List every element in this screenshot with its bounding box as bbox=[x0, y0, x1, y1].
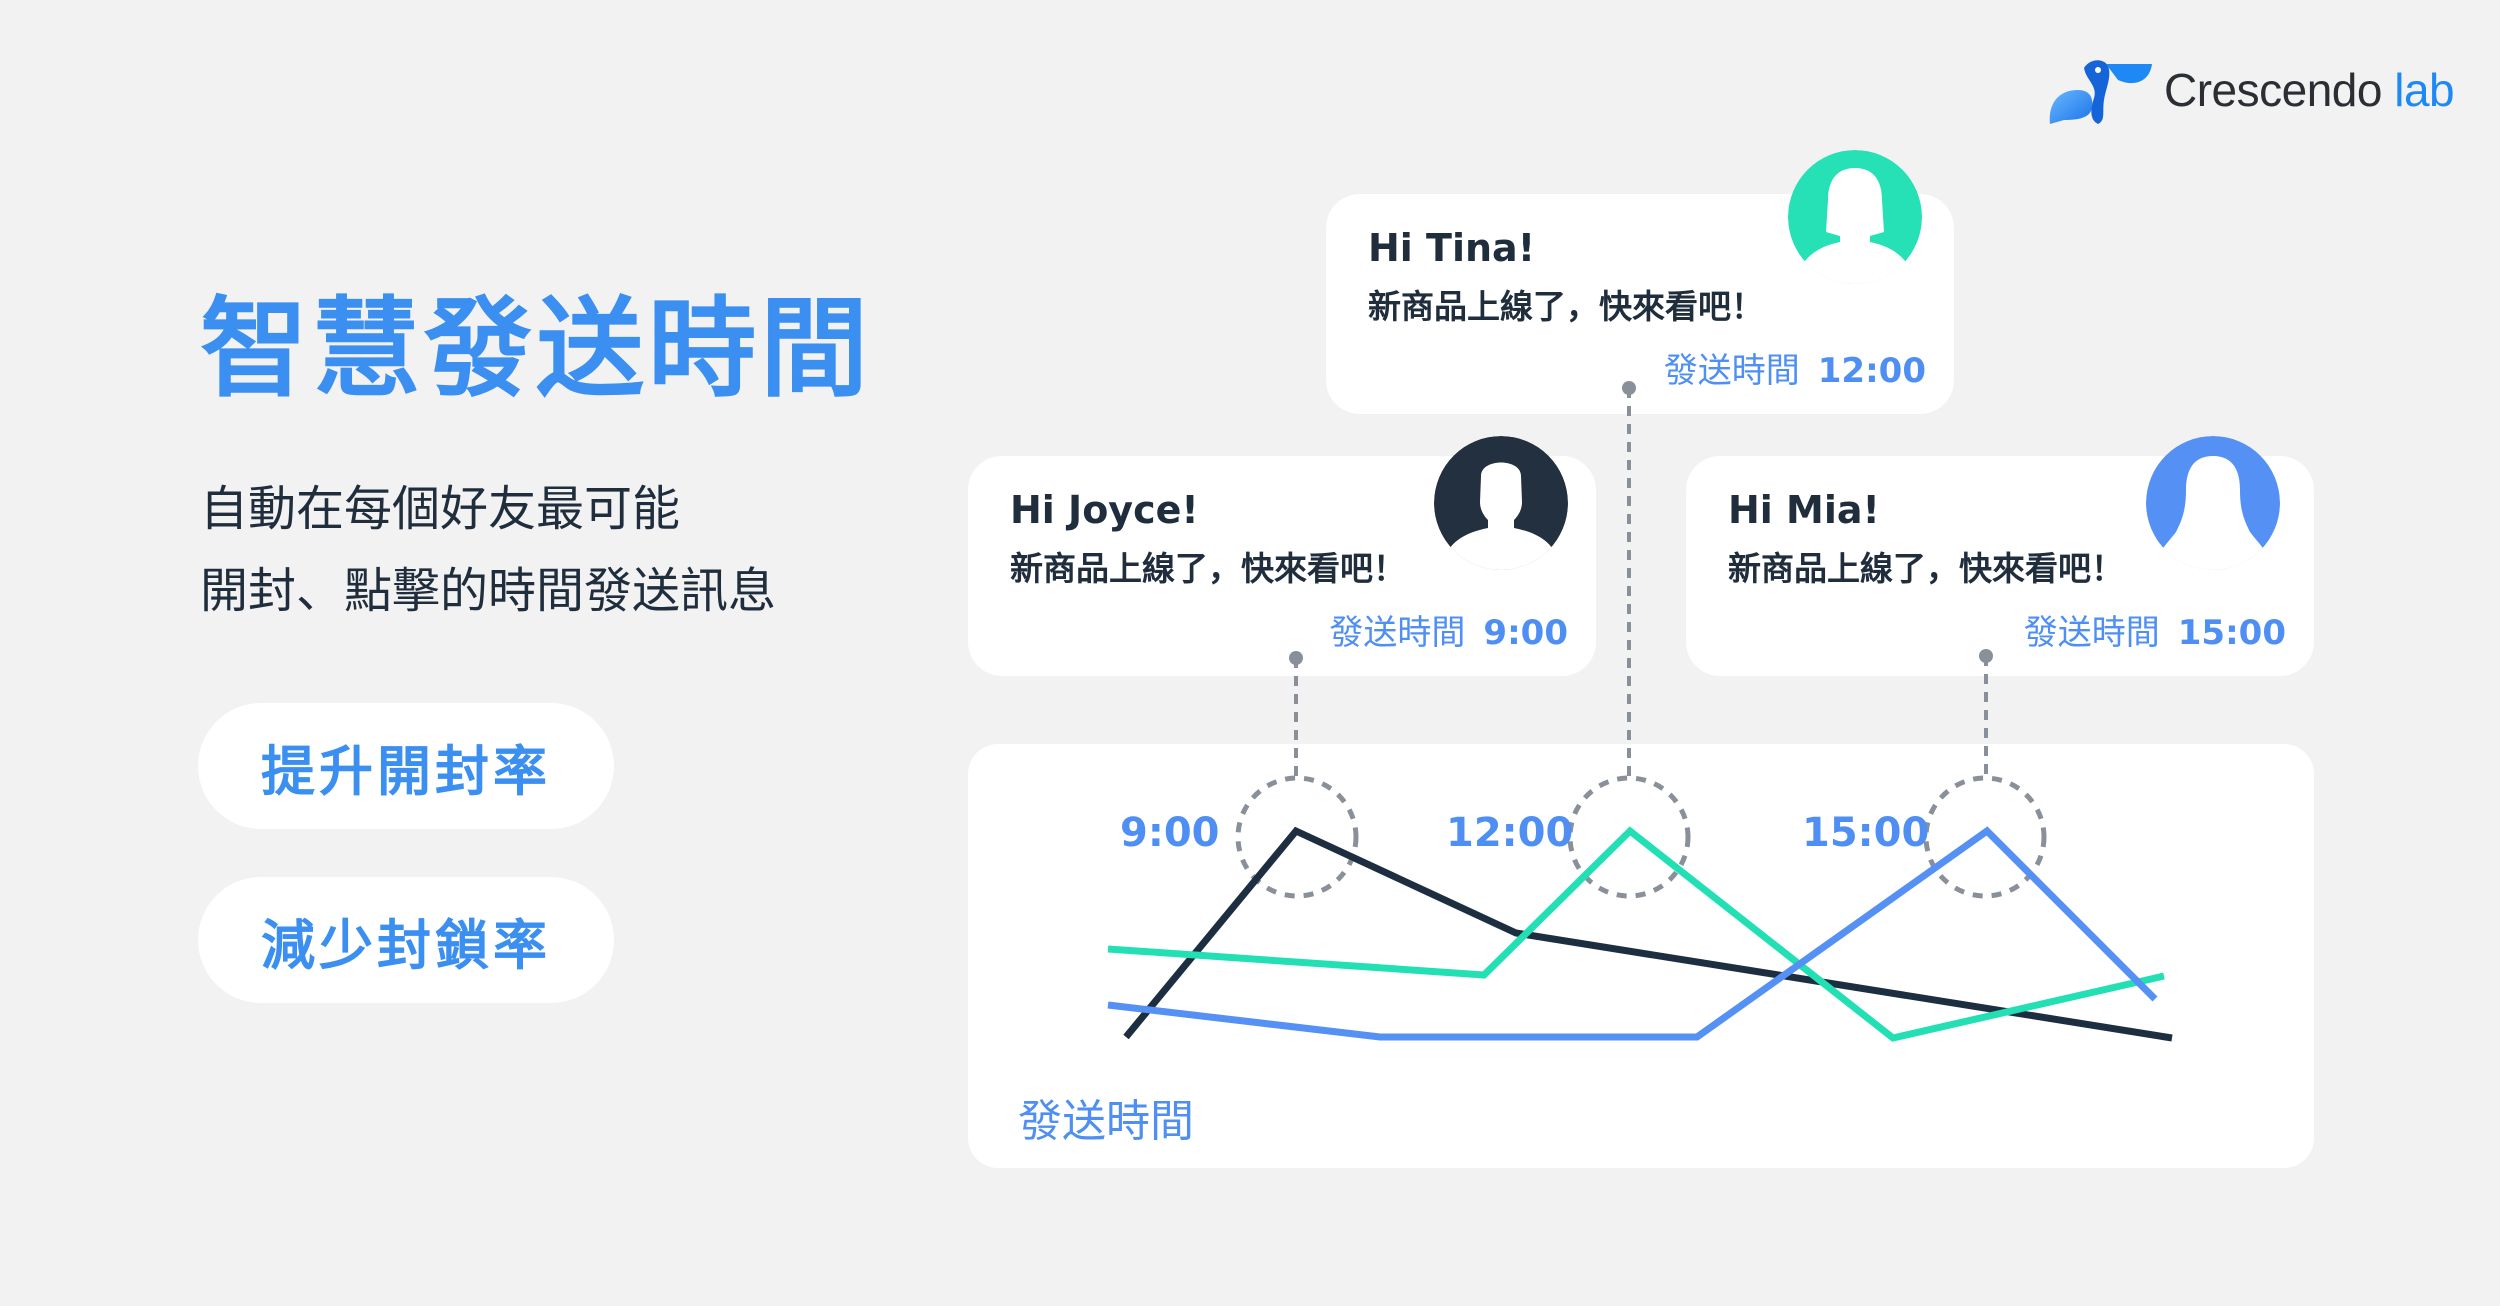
peak-label-12: 12:00 bbox=[1446, 810, 1574, 856]
brand-suffix: lab bbox=[2394, 64, 2455, 116]
subtitle-line-1: 自動在每個好友最可能 bbox=[200, 481, 681, 537]
female-user-avatar-icon bbox=[2146, 436, 2280, 570]
avatar-mia bbox=[2146, 436, 2280, 570]
peak-label-15: 15:00 bbox=[1802, 810, 1930, 856]
message-text: 新商品上線了，快來看吧！ bbox=[1010, 549, 1406, 588]
send-time-value: 12:00 bbox=[1817, 351, 1926, 391]
subtitle-line-2: 開封、點擊的時間發送訊息 bbox=[200, 563, 777, 619]
badge-open-rate: 提升開封率 bbox=[198, 703, 614, 829]
chart-x-axis-label: 發送時間 bbox=[1018, 1096, 1194, 1147]
page-title: 智慧發送時間 bbox=[200, 287, 873, 412]
subtitle: 自動在每個好友最可能 開封、點擊的時間發送訊息 bbox=[200, 468, 776, 632]
badge-block-rate: 減少封鎖率 bbox=[198, 877, 614, 1003]
send-time-value: 15:00 bbox=[2177, 613, 2286, 653]
female-user-avatar-icon bbox=[1788, 150, 1922, 284]
message-greeting: Hi Mia! bbox=[1728, 488, 1880, 532]
peak-label-9: 9:00 bbox=[1120, 810, 1220, 856]
male-user-avatar-icon bbox=[1434, 436, 1568, 570]
message-send-time: 發送時間 12:00 bbox=[1664, 343, 1926, 392]
message-send-time: 發送時間 15:00 bbox=[2024, 605, 2286, 654]
send-time-label: 發送時間 bbox=[1329, 613, 1466, 653]
send-time-label: 發送時間 bbox=[2023, 613, 2160, 653]
message-send-time: 發送時間 9:00 bbox=[1329, 605, 1568, 654]
send-time-value: 9:00 bbox=[1483, 613, 1568, 653]
message-greeting: Hi Joyce! bbox=[1010, 488, 1199, 532]
brand-wordmark: Crescendo lab bbox=[2164, 63, 2455, 117]
brand-logo: Crescendo lab bbox=[2046, 50, 2455, 130]
message-text: 新商品上線了，快來看吧！ bbox=[1728, 549, 2124, 588]
pelican-logo-icon bbox=[2049, 60, 2152, 124]
send-time-label: 發送時間 bbox=[1663, 351, 1800, 391]
brand-name: Crescendo bbox=[2164, 64, 2382, 116]
message-greeting: Hi Tina! bbox=[1368, 226, 1536, 270]
avatar-tina bbox=[1788, 150, 1922, 284]
message-text: 新商品上線了，快來看吧！ bbox=[1368, 287, 1764, 326]
avatar-joyce bbox=[1434, 436, 1568, 570]
